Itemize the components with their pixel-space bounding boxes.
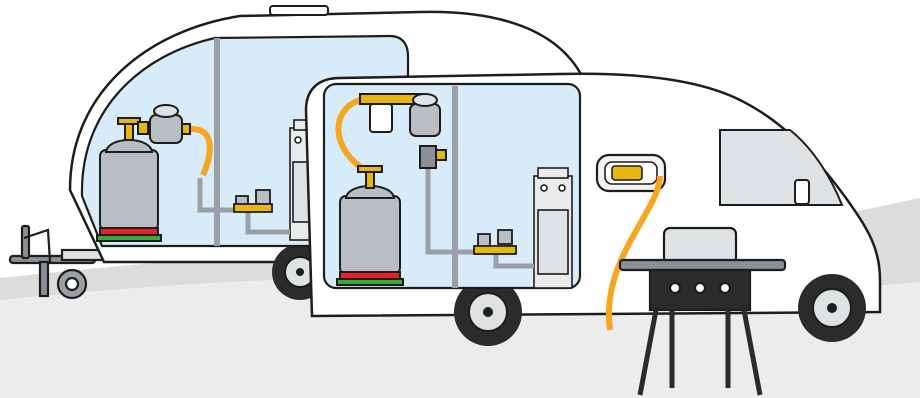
motorhome-front-wheel <box>798 274 866 342</box>
cab-window <box>720 130 842 205</box>
motorhome-cooker <box>534 168 572 288</box>
motorhome <box>306 74 880 346</box>
external-gas-socket <box>597 155 665 191</box>
motorhome-filter <box>370 104 392 132</box>
